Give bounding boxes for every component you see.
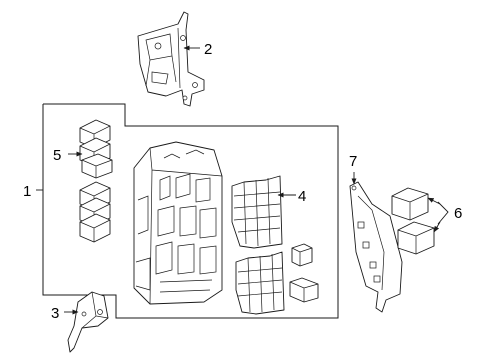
relay-stack-part xyxy=(79,119,113,243)
leader-6b xyxy=(433,221,441,233)
callout-3: 3 xyxy=(51,305,59,322)
callout-7: 7 xyxy=(349,153,357,170)
fuse-block-part xyxy=(133,141,223,305)
callout-1: 1 xyxy=(23,183,31,200)
callout-5: 5 xyxy=(53,147,61,164)
callout-2: 2 xyxy=(204,41,212,58)
lower-bracket-part xyxy=(67,291,109,353)
leader-6 xyxy=(437,201,449,225)
upper-bracket-part xyxy=(137,11,205,107)
callout-6: 6 xyxy=(454,205,462,222)
fuse-strip-part xyxy=(231,175,319,315)
assembly-frame xyxy=(42,103,339,319)
callout-4: 4 xyxy=(298,188,306,205)
side-bracket-part xyxy=(349,181,403,313)
relay-part xyxy=(391,187,435,255)
leader-6a xyxy=(427,197,441,205)
